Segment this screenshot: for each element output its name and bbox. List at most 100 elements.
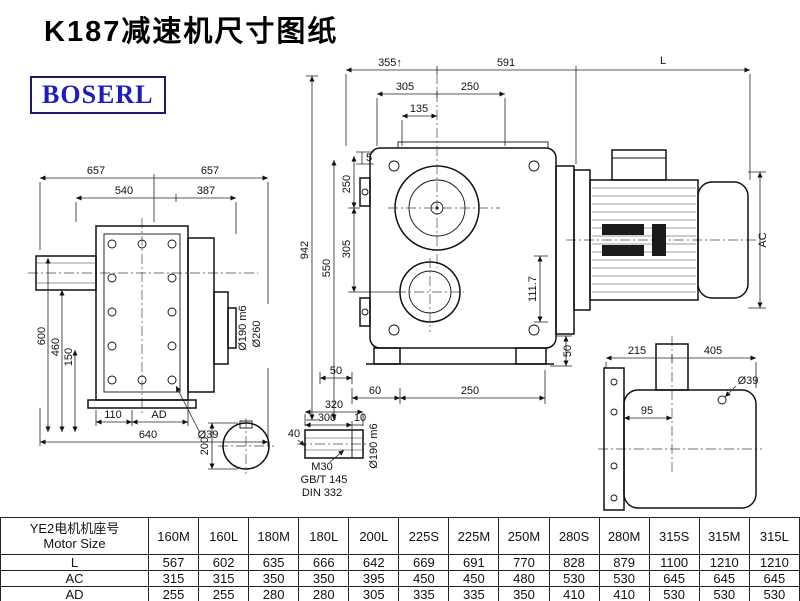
technical-drawing: 657 657 540 387 600 460 150 110 AD 640: [28, 55, 769, 511]
table-cell: 645: [698, 570, 750, 587]
dim-flange-405: 405: [704, 345, 722, 357]
column-header: 315M: [698, 517, 750, 555]
column-header: 250M: [498, 517, 550, 555]
column-header: 315L: [748, 517, 800, 555]
dim-main-305v: 305: [341, 240, 353, 258]
front-view-drawing: 657 657 540 387 600 460 150 110 AD 640: [28, 165, 269, 446]
row-label: L: [0, 554, 149, 571]
dim-main-250v: 250: [341, 175, 353, 193]
dim-main-250t: 250: [461, 81, 479, 93]
table-cell: 305: [348, 586, 400, 601]
dim-main-135: 135: [410, 103, 428, 115]
column-header: 225S: [398, 517, 450, 555]
table-cell: 828: [548, 554, 600, 571]
label-std-gbt145: GB/T 145: [301, 474, 348, 486]
table-cell: 567: [147, 554, 200, 571]
dim-flange-215: 215: [628, 345, 646, 357]
motor-size-header-cn: YE2电机机座号: [29, 521, 120, 536]
column-header: 280M: [598, 517, 650, 555]
table-cell: 255: [198, 586, 250, 601]
column-header: 315S: [648, 517, 700, 555]
table-cell: 1100: [648, 554, 700, 571]
column-header: 280S: [548, 517, 600, 555]
dim-front-387: 387: [197, 185, 215, 197]
table-cell: 635: [248, 554, 300, 571]
row-label: AD: [0, 586, 149, 601]
table-cell: 255: [147, 586, 200, 601]
dim-shaft-40: 40: [288, 428, 300, 440]
dim-flange-hole-dia: Ø39: [738, 375, 759, 387]
dim-front-540: 540: [115, 185, 133, 197]
dim-front-150: 150: [63, 348, 75, 366]
dim-main-60: 60: [369, 385, 381, 397]
row-label: AC: [0, 570, 149, 587]
table-cell: 669: [398, 554, 450, 571]
table-cell: 350: [498, 586, 550, 601]
bore-detail: 320 300 10 M30 GB/T 145 DIN 332 Ø190 m6: [297, 399, 380, 499]
table-cell: 450: [448, 570, 500, 587]
dim-bore-320: 320: [325, 399, 343, 411]
dim-main-591: 591: [497, 57, 515, 69]
dim-front-ad: AD: [151, 409, 166, 421]
column-header: 160L: [198, 517, 250, 555]
dim-main-355: 355↑: [378, 57, 402, 69]
table-cell: 480: [498, 570, 550, 587]
table-cell: 335: [398, 586, 450, 601]
table-cell: 280: [298, 586, 350, 601]
column-header: 200L: [348, 517, 400, 555]
table-cell: 770: [498, 554, 550, 571]
dim-bore-dia: Ø190 m6: [368, 423, 380, 468]
flange-view-drawing: 215 405 Ø39 95: [598, 336, 762, 511]
dim-main-305t: 305: [396, 81, 414, 93]
table-cell: 450: [398, 570, 450, 587]
main-view-drawing: 355↑ 591 L 305 250 135 942 550 250 305: [299, 55, 751, 421]
dim-front-flange-dia: Ø260: [251, 321, 263, 348]
shaft-end-detail: 200 40: [199, 418, 306, 474]
table-cell: 645: [648, 570, 700, 587]
column-header: 225M: [448, 517, 500, 555]
table-cell: 530: [748, 586, 800, 601]
table-cell: 530: [598, 570, 650, 587]
table-cell: 879: [598, 554, 650, 571]
column-header: 160M: [147, 517, 200, 555]
dim-bore-10: 10: [354, 412, 366, 424]
table-cell: 530: [698, 586, 750, 601]
table-cell: 350: [298, 570, 350, 587]
table-cell: 530: [548, 570, 600, 587]
dim-front-110: 110: [104, 409, 122, 421]
dim-bore-300: 300: [318, 412, 336, 424]
table-cell: 530: [648, 586, 700, 601]
table-cell: 666: [298, 554, 350, 571]
label-thread-m30: M30: [311, 461, 332, 473]
motor-size-header: YE2电机机座号 Motor Size: [0, 517, 149, 555]
table-cell: 691: [448, 554, 500, 571]
table-cell: 410: [548, 586, 600, 601]
dim-motor-L: L: [660, 55, 666, 67]
dim-front-600: 600: [36, 327, 48, 345]
dim-motor-AC: AC: [757, 232, 769, 247]
table-cell: 350: [248, 570, 300, 587]
dim-main-942: 942: [299, 241, 311, 259]
label-std-din332: DIN 332: [302, 487, 342, 499]
column-header: 180M: [248, 517, 300, 555]
dim-main-50r: 50: [562, 345, 574, 357]
dim-flange-95: 95: [641, 405, 653, 417]
dim-main-50l: 50: [330, 365, 342, 377]
table-cell: 280: [248, 586, 300, 601]
table-cell: 315: [198, 570, 250, 587]
dim-front-640: 640: [139, 429, 157, 441]
table-cell: 642: [348, 554, 400, 571]
table-cell: 602: [198, 554, 250, 571]
motor-drawing: AC: [566, 149, 769, 311]
table-cell: 1210: [698, 554, 750, 571]
dim-main-111-7: 111.7: [527, 276, 539, 302]
page-title: K187减速机尺寸图纸: [44, 16, 339, 48]
column-header: 180L: [298, 517, 350, 555]
table-cell: 645: [748, 570, 800, 587]
table-cell: 1210: [748, 554, 800, 571]
